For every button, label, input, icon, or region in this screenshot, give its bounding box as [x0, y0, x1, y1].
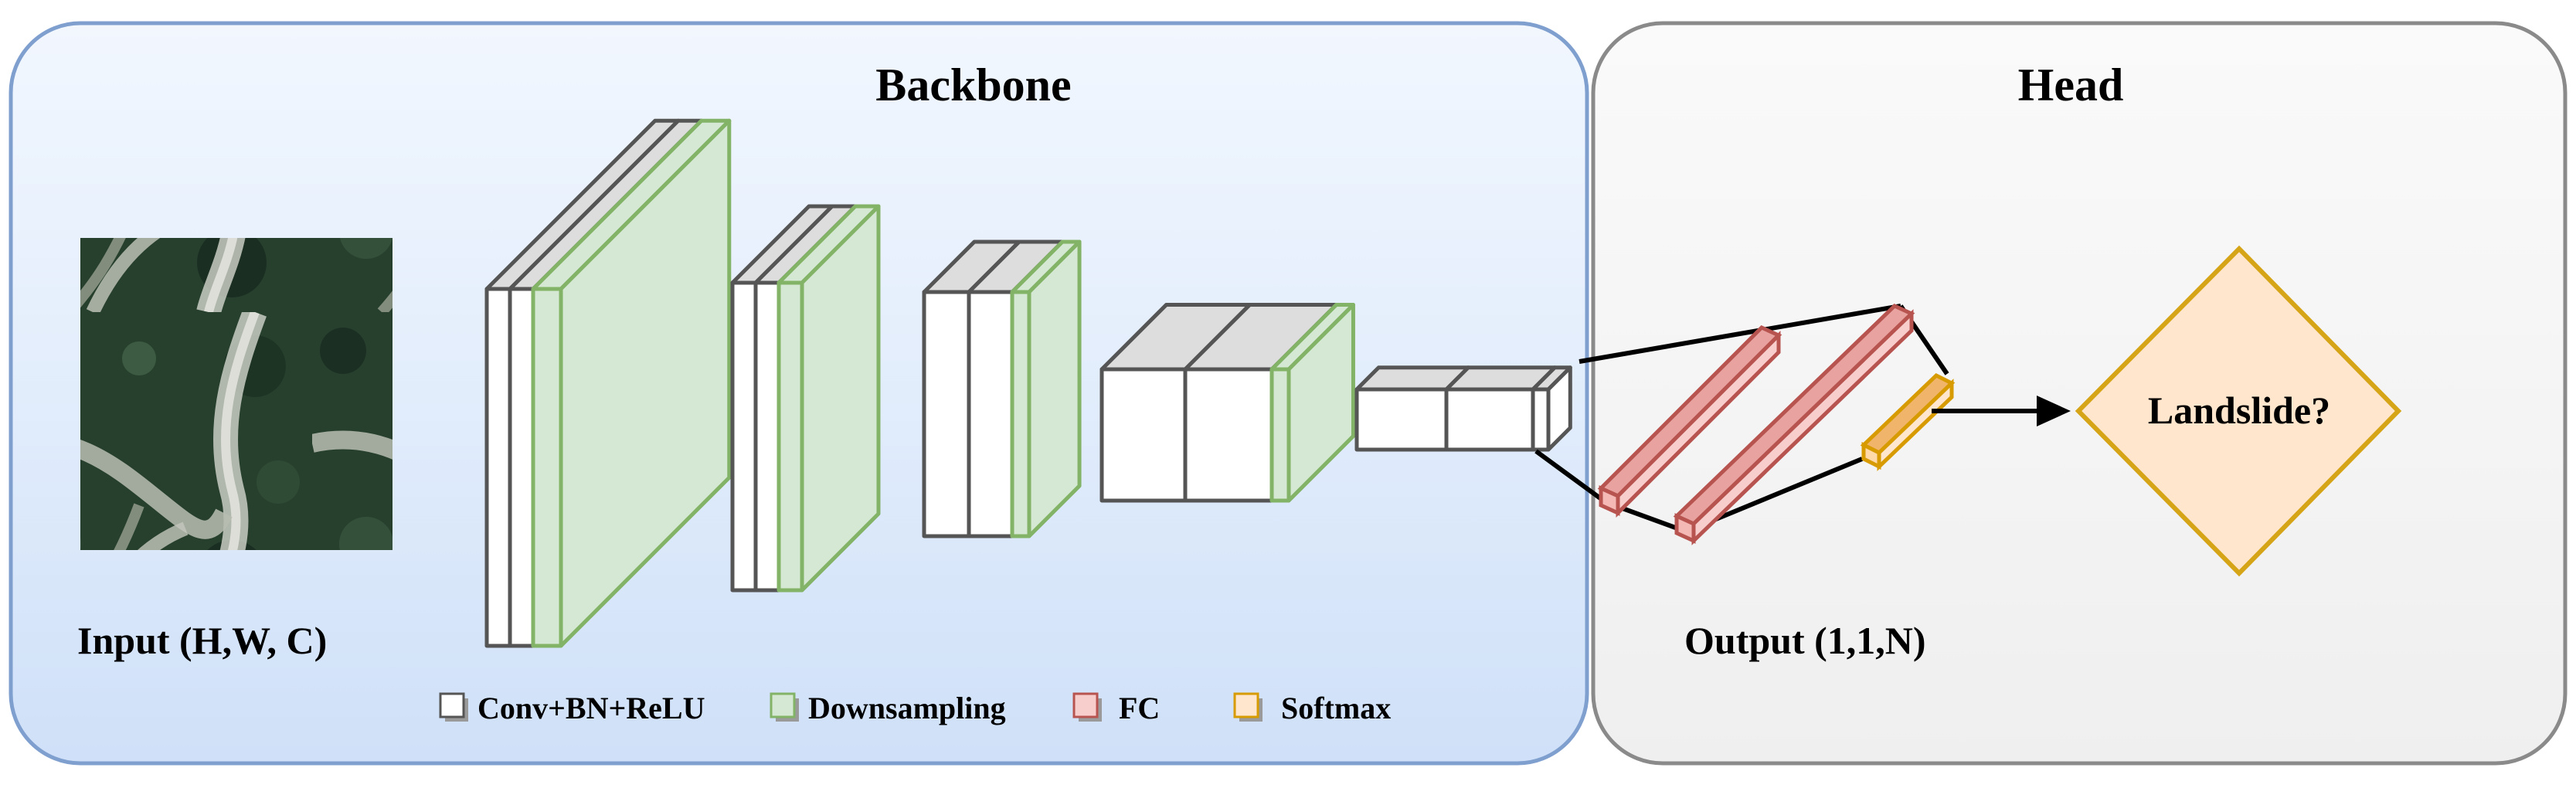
backbone-layers	[484, 118, 1572, 648]
legend-item-downsampling: Downsampling	[770, 691, 1006, 725]
layer-block-3-slab-1-front	[922, 290, 971, 538]
layer-block-4-side	[1286, 303, 1355, 503]
layer-block-5	[1354, 365, 1572, 452]
legend-item-softmax: Softmax	[1233, 691, 1391, 725]
layer-block-4-slab-1-front	[1099, 367, 1188, 503]
legend-item-conv: Conv+BN+ReLU	[439, 691, 705, 725]
legend: Conv+BN+ReLU Downsampling FC Softmax	[439, 691, 1391, 725]
layer-block-5-slab-3-front	[1531, 387, 1551, 452]
layer-block-2-slab-2-front	[753, 280, 781, 593]
layer-block-3-side	[1027, 239, 1082, 538]
layer-block-2-slab-1-front	[730, 280, 758, 593]
layer-block-2	[730, 204, 881, 593]
backbone-title: Backbone	[875, 59, 1071, 110]
legend-label-fc: FC	[1119, 691, 1160, 725]
output-label: Output (1,1,N)	[1684, 619, 1926, 662]
fc-layer-1	[1597, 325, 1782, 518]
layer-block-5-side	[1546, 365, 1572, 452]
layer-block-2-side	[800, 204, 881, 593]
decision-label: Landslide?	[2148, 389, 2330, 432]
head-panel	[1591, 21, 2568, 766]
legend-label-downsampling: Downsampling	[808, 691, 1006, 725]
output-arrow	[1932, 396, 2071, 426]
layer-block-1-slab-2-front	[508, 287, 535, 648]
softmax-layer	[1860, 372, 1956, 471]
layer-block-4	[1099, 303, 1355, 503]
legend-label-conv: Conv+BN+ReLU	[477, 691, 705, 725]
layer-block-1-slab-3-front	[531, 287, 563, 648]
head-title: Head	[2018, 59, 2124, 110]
layer-block-3-slab-3-front	[1010, 290, 1031, 538]
layer-block-5-slab-2-front	[1444, 387, 1535, 452]
layer-block-5-slab-1-front	[1354, 387, 1449, 452]
fc-layer-2	[1673, 304, 1915, 545]
input-label: Input (H,W, C)	[77, 619, 327, 662]
landslide-decision-diamond	[2075, 245, 2402, 577]
layer-block-4-slab-2-front	[1183, 367, 1274, 503]
layer-block-1-side	[559, 118, 732, 648]
layer-block-2-slab-3-front	[777, 280, 804, 593]
layer-block-1-slab-1-front	[484, 287, 512, 648]
layer-block-3-slab-2-front	[967, 290, 1014, 538]
legend-label-softmax: Softmax	[1281, 691, 1391, 725]
legend-item-fc: FC	[1072, 691, 1160, 725]
layer-block-1	[484, 118, 732, 648]
layer-block-4-slab-3-front	[1269, 367, 1291, 503]
input-satellite-image	[80, 238, 393, 550]
layer-block-3	[922, 239, 1082, 538]
